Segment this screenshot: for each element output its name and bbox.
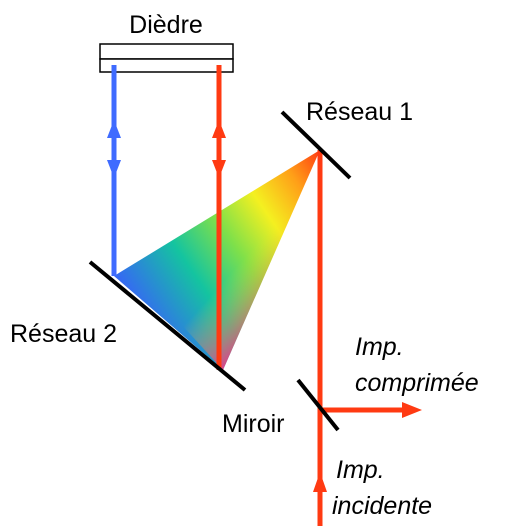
reseau-2-grating — [88, 260, 247, 392]
label-imp-comprimee-2: comprimée — [355, 369, 479, 397]
label-imp-comprimee-1: Imp. — [355, 333, 404, 361]
diedre-mirror — [99, 43, 234, 73]
blue-arrow-up-icon — [107, 120, 121, 138]
reseau-1-grating — [280, 110, 352, 180]
output-arrow-right-icon — [402, 402, 422, 418]
red-beam-incident — [313, 150, 327, 526]
label-miroir: Miroir — [222, 410, 285, 438]
label-imp-incidente-1: Imp. — [336, 456, 385, 484]
incident-arrow-up-icon — [313, 472, 327, 492]
red-arrow-down-icon — [212, 160, 226, 178]
label-diedre: Dièdre — [129, 11, 203, 39]
dispersed-spectrum-red-edge — [170, 150, 320, 370]
label-imp-incidente-2: incidente — [332, 492, 432, 520]
label-reseau-2: Réseau 2 — [10, 320, 117, 348]
red-beam-output — [320, 402, 422, 418]
label-reseau-1: Réseau 1 — [306, 98, 413, 126]
blue-arrow-down-icon — [107, 160, 121, 178]
red-beam-upper — [212, 65, 226, 370]
red-arrow-up-icon — [212, 120, 226, 138]
miroir-mirror — [296, 378, 340, 432]
blue-beam — [107, 65, 121, 276]
